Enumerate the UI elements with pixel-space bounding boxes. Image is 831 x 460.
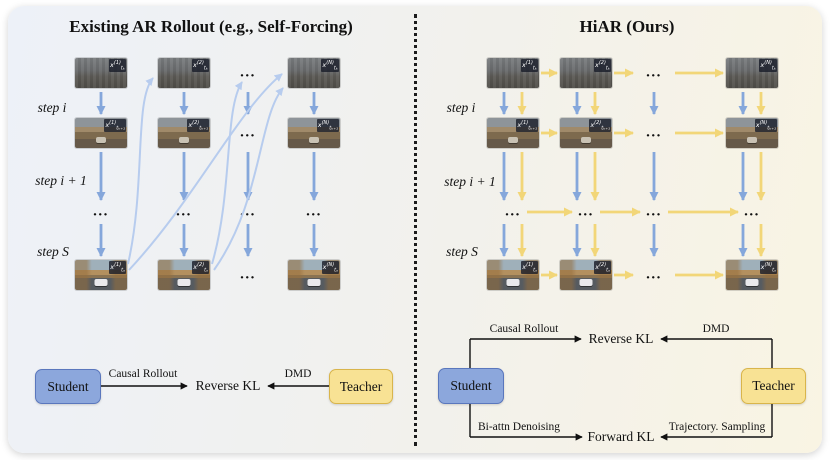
ellipsis: ... bbox=[306, 203, 322, 220]
step-label-s: step S bbox=[37, 244, 69, 259]
causal-rollout-label: Causal Rollout bbox=[108, 368, 178, 380]
ellipsis: ... bbox=[646, 124, 662, 141]
ellipsis: ... bbox=[646, 203, 662, 220]
dmd-label: DMD bbox=[284, 368, 312, 380]
causal-rollout-label: Causal Rollout bbox=[489, 323, 559, 335]
video-frame: x(2)tₛ bbox=[560, 260, 612, 290]
video-frame: x(1)tₖ₊₁ bbox=[75, 118, 127, 148]
video-frame: x(1)tₛ bbox=[487, 260, 539, 290]
left-panel-title: Existing AR Rollout (e.g., Self-Forcing) bbox=[69, 17, 353, 36]
step-label-i: step i bbox=[37, 100, 67, 115]
ellipsis: ... bbox=[93, 203, 109, 220]
teacher-box: Teacher bbox=[741, 368, 806, 404]
frame-math-label: x(1)tₛ bbox=[109, 261, 126, 275]
frame-math-label: x(N)tₛ bbox=[321, 261, 339, 275]
frame-math-label: x(1)tₛ bbox=[521, 261, 538, 275]
panel-divider bbox=[414, 14, 417, 446]
video-frame: x(1)tₖ bbox=[75, 58, 127, 88]
frame-math-label: x(2)tₖ bbox=[593, 59, 611, 73]
reverse-kl-label: Reverse KL bbox=[195, 378, 261, 393]
video-frame: x(N)tₖ₊₁ bbox=[288, 118, 340, 148]
forward-kl-label: Forward KL bbox=[587, 429, 655, 444]
frame-math-label: x(N)tₖ₊₁ bbox=[316, 119, 339, 133]
frame-math-label: x(N)tₖ₊₁ bbox=[754, 119, 777, 133]
frame-math-label: x(1)tₖ bbox=[108, 59, 126, 73]
video-frame: x(1)tₖ bbox=[487, 58, 539, 88]
video-frame: x(N)tₛ bbox=[726, 260, 778, 290]
video-frame: x(N)tₖ₊₁ bbox=[726, 118, 778, 148]
bi-attn-denoising-label: Bi-attn Denoising bbox=[477, 421, 561, 433]
frame-math-label: x(2)tₖ₊₁ bbox=[589, 119, 611, 133]
video-frame: x(2)tₖ bbox=[560, 58, 612, 88]
ellipsis: ... bbox=[646, 266, 662, 283]
teacher-box: Teacher bbox=[329, 369, 393, 404]
step-label-i: step i bbox=[446, 100, 476, 115]
frame-math-label: x(1)tₖ bbox=[520, 59, 538, 73]
video-frame: x(N)tₖ bbox=[726, 58, 778, 88]
video-frame: x(1)tₖ₊₁ bbox=[487, 118, 539, 148]
ellipsis: ... bbox=[505, 203, 521, 220]
frame-math-label: x(1)tₖ₊₁ bbox=[104, 119, 126, 133]
student-box: Student bbox=[35, 369, 101, 404]
dmd-label: DMD bbox=[702, 323, 730, 335]
frame-math-label: x(2)tₖ bbox=[191, 59, 209, 73]
step-label-i1: step i + 1 bbox=[35, 173, 87, 188]
frame-math-label: x(1)tₖ₊₁ bbox=[516, 119, 538, 133]
ellipsis: ... bbox=[578, 203, 594, 220]
right-panel-title: HiAR (Ours) bbox=[579, 17, 675, 36]
step-label-i1: step i + 1 bbox=[444, 174, 496, 189]
reverse-kl-label: Reverse KL bbox=[588, 331, 654, 346]
frame-math-label: x(2)tₛ bbox=[594, 261, 611, 275]
ellipsis: ... bbox=[646, 64, 662, 81]
frame-math-label: x(N)tₛ bbox=[759, 261, 777, 275]
frame-math-label: x(N)tₖ bbox=[321, 59, 339, 73]
frame-math-label: x(N)tₖ bbox=[759, 59, 777, 73]
video-frame: x(N)tₛ bbox=[288, 260, 340, 290]
student-box: Student bbox=[438, 368, 504, 404]
ellipsis: ... bbox=[744, 203, 760, 220]
video-frame: x(1)tₛ bbox=[75, 260, 127, 290]
trajectory-sampling-label: Trajectory. Sampling bbox=[668, 421, 766, 433]
video-frame: x(2)tₖ₊₁ bbox=[560, 118, 612, 148]
video-frame: x(N)tₖ bbox=[288, 58, 340, 88]
step-label-s: step S bbox=[446, 244, 478, 259]
